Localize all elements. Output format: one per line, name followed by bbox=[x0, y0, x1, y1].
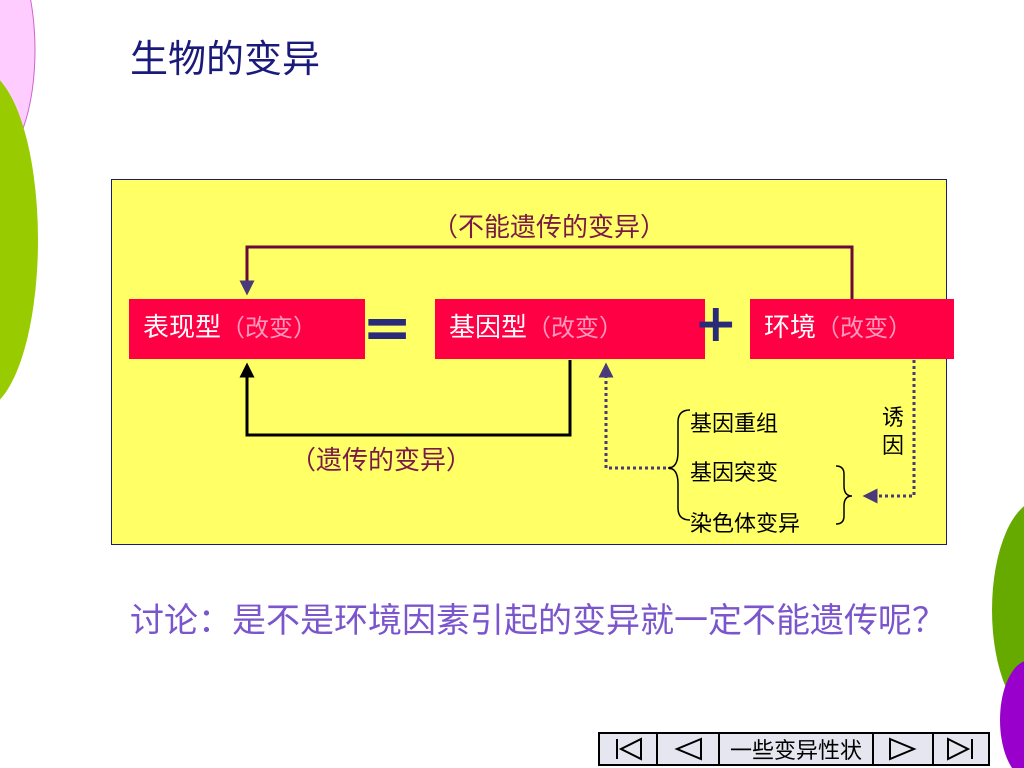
slide-navigation: 一些变异性状 bbox=[598, 732, 991, 766]
environment-name: 环境 bbox=[764, 313, 817, 343]
sources-to-genotype-arrow bbox=[598, 362, 672, 470]
source-chromosome-variation: 染色体变异 bbox=[690, 512, 801, 537]
next-icon bbox=[889, 737, 917, 761]
previous-slide-button[interactable] bbox=[658, 734, 720, 764]
green-right-shape bbox=[992, 506, 1024, 714]
green-left-shape bbox=[0, 80, 38, 400]
previous-icon bbox=[674, 737, 702, 761]
last-icon bbox=[947, 737, 974, 761]
environment-box: 环境（改变） bbox=[750, 299, 954, 359]
heritable-arrow bbox=[239, 360, 572, 437]
heritable-label: （遗传的变异） bbox=[290, 446, 473, 476]
phenotype-name: 表现型 bbox=[143, 313, 222, 343]
discussion-question: 讨论：是不是环境因素引起的变异就一定不能遗传呢？ bbox=[130, 601, 946, 641]
phenotype-box: 表现型（改变） bbox=[129, 299, 365, 359]
equals-symbol: = bbox=[362, 293, 413, 363]
genotype-name: 基因型 bbox=[449, 313, 528, 343]
last-slide-button[interactable] bbox=[934, 734, 989, 764]
first-icon bbox=[616, 737, 642, 761]
source-gene-mutation: 基因突变 bbox=[690, 461, 779, 486]
page-title: 生物的变异 bbox=[130, 37, 321, 81]
variation-traits-button[interactable]: 一些变异性状 bbox=[720, 734, 875, 764]
source-gene-recombination: 基因重组 bbox=[690, 412, 779, 437]
plus-symbol: + bbox=[694, 293, 738, 354]
right-brace bbox=[835, 465, 853, 525]
genotype-change: （改变） bbox=[527, 314, 624, 342]
left-brace bbox=[667, 409, 691, 521]
next-slide-button[interactable] bbox=[874, 734, 935, 764]
inducer-label-bottom: 因 bbox=[882, 434, 905, 459]
non-heritable-label: （不能遗传的变异） bbox=[432, 213, 667, 243]
first-slide-button[interactable] bbox=[600, 734, 658, 764]
diagram-arrows bbox=[239, 245, 916, 525]
phenotype-change: （改变） bbox=[221, 314, 318, 342]
purple-bottom-right-shape bbox=[1000, 661, 1024, 768]
genotype-box: 基因型（改变） bbox=[435, 299, 705, 359]
inducer-label-top: 诱 bbox=[882, 406, 905, 431]
environment-change: （改变） bbox=[816, 314, 913, 342]
variation-diagram: （不能遗传的变异） 表现型（改变） = 基因型（改变） + 环境（改变） （遗传… bbox=[111, 179, 954, 545]
variation-traits-label: 一些变异性状 bbox=[730, 739, 863, 764]
non-heritable-arrow bbox=[239, 245, 854, 300]
